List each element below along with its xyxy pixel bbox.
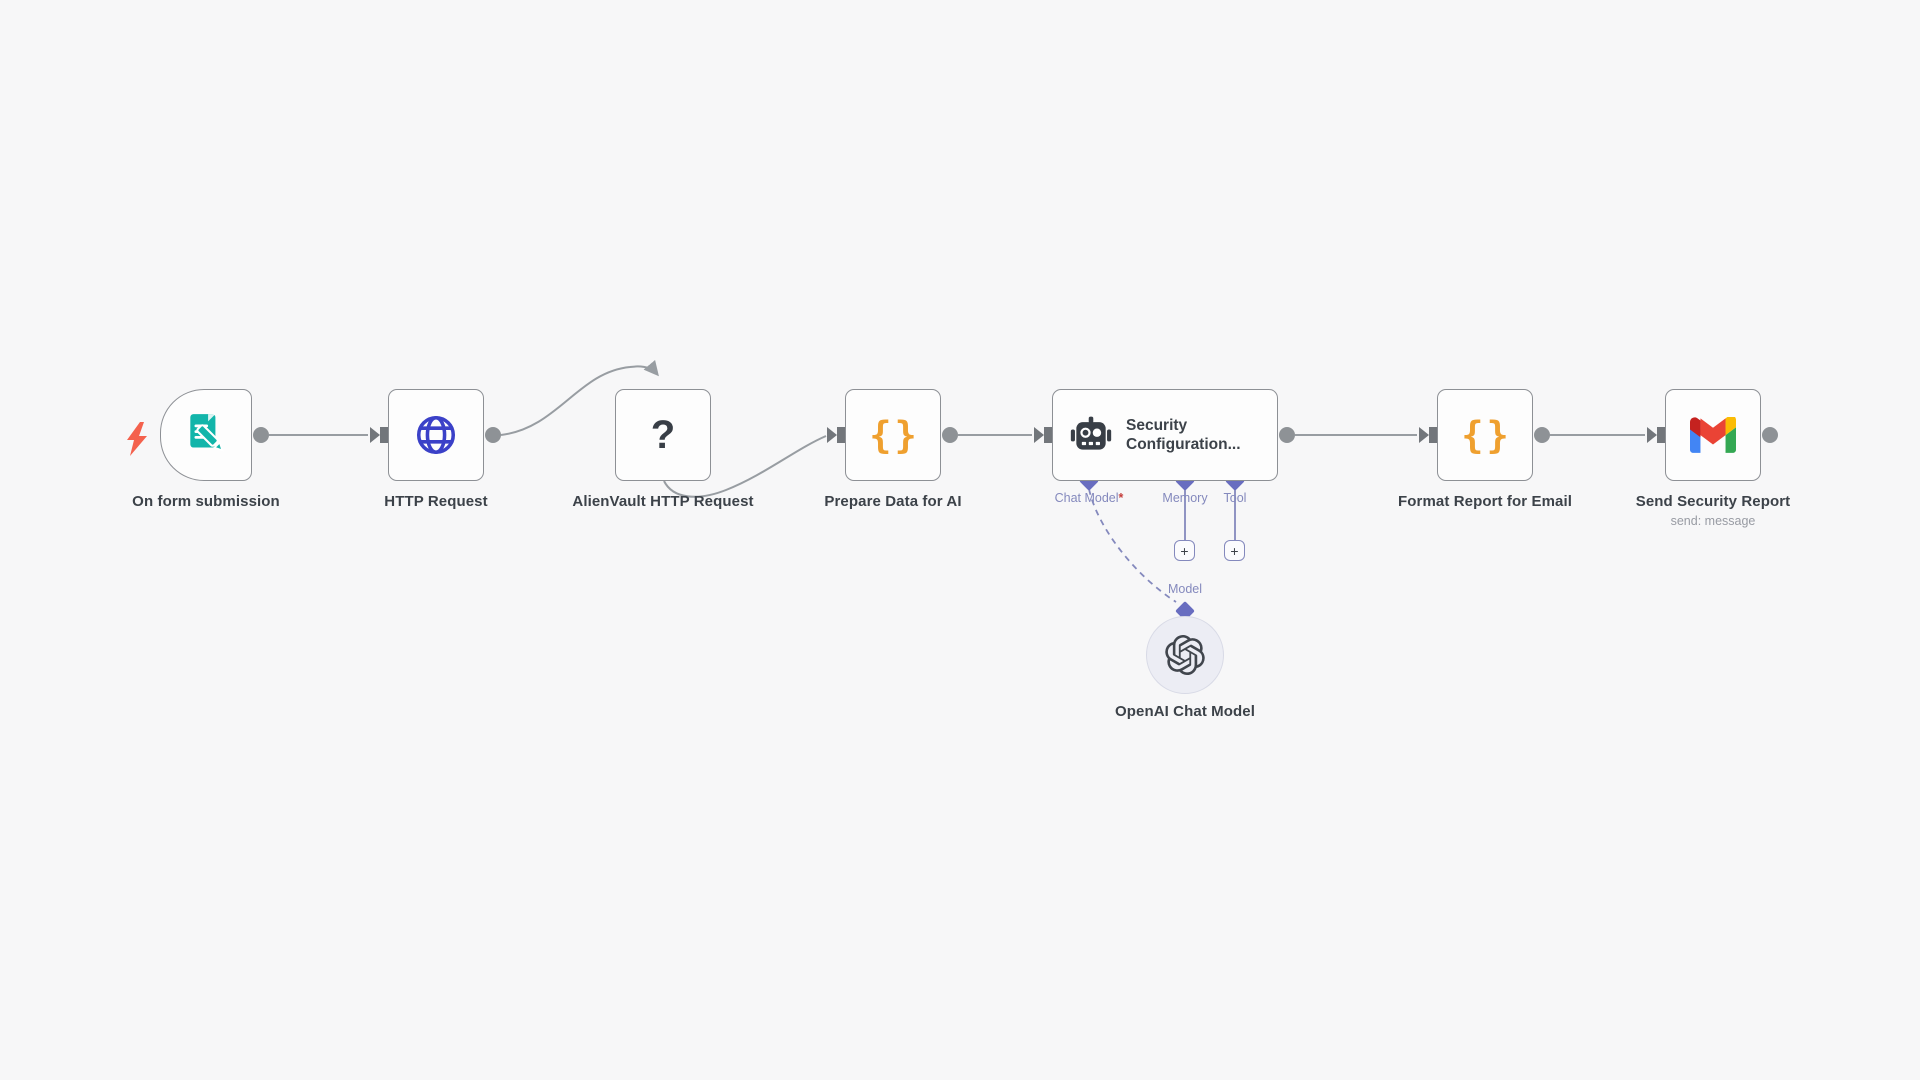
- output-port-send[interactable]: [1762, 427, 1778, 443]
- node-label-format: Format Report for Email: [1398, 493, 1572, 510]
- output-port-format[interactable]: [1534, 427, 1550, 443]
- robot-icon: [1070, 416, 1112, 450]
- code-braces-icon: {}: [869, 413, 920, 457]
- question-mark-icon: ?: [650, 413, 676, 457]
- input-port-prepare[interactable]: [827, 427, 845, 443]
- gmail-icon: [1690, 417, 1736, 453]
- required-marker: *: [1118, 491, 1124, 505]
- form-icon: [190, 414, 224, 452]
- node-prepare-data-for-ai[interactable]: {}: [845, 389, 941, 481]
- input-port-agent[interactable]: [1034, 427, 1052, 443]
- agent-title-line2: Configuration...: [1126, 436, 1241, 453]
- output-port-trigger[interactable]: [253, 427, 269, 443]
- openai-icon: [1165, 635, 1205, 675]
- globe-icon: [416, 415, 456, 455]
- input-port-format[interactable]: [1419, 427, 1437, 443]
- output-port-agent[interactable]: [1279, 427, 1295, 443]
- node-label-openai: OpenAI Chat Model: [1114, 703, 1256, 720]
- connection-chatmodel-openai: [1088, 488, 1177, 603]
- node-security-configuration-agent[interactable]: Security Configuration...: [1052, 389, 1278, 481]
- node-alienvault-http-request[interactable]: ?: [615, 389, 711, 481]
- port-label-tool: Tool: [1223, 491, 1247, 505]
- node-http-request[interactable]: [388, 389, 484, 481]
- add-tool-button[interactable]: +: [1224, 540, 1245, 561]
- output-port-prepare[interactable]: [942, 427, 958, 443]
- node-label-alienvault: AlienVault HTTP Request: [572, 493, 754, 510]
- port-label-model: Model: [1167, 582, 1203, 596]
- output-port-http[interactable]: [485, 427, 501, 443]
- node-sublabel-send: send: message: [1670, 514, 1756, 528]
- node-label-http-request: HTTP Request: [384, 493, 488, 510]
- code-braces-icon: {}: [1461, 413, 1512, 457]
- add-memory-button[interactable]: +: [1174, 540, 1195, 561]
- node-label-prepare: Prepare Data for AI: [824, 493, 962, 510]
- node-label-on-form-submission: On form submission: [132, 493, 280, 510]
- agent-title: Security Configuration...: [1126, 416, 1241, 454]
- node-send-security-report[interactable]: [1665, 389, 1761, 481]
- node-on-form-submission[interactable]: [160, 389, 252, 481]
- node-openai-chat-model[interactable]: [1146, 616, 1224, 694]
- port-label-memory: Memory: [1162, 491, 1208, 505]
- input-port-http[interactable]: [370, 427, 388, 443]
- port-label-chat-model: Chat Model*: [1054, 491, 1124, 505]
- input-port-send[interactable]: [1647, 427, 1665, 443]
- agent-title-line1: Security: [1126, 417, 1188, 434]
- trigger-bolt-icon: [127, 422, 147, 456]
- node-format-report-for-email[interactable]: {}: [1437, 389, 1533, 481]
- node-label-send: Send Security Report: [1635, 493, 1791, 510]
